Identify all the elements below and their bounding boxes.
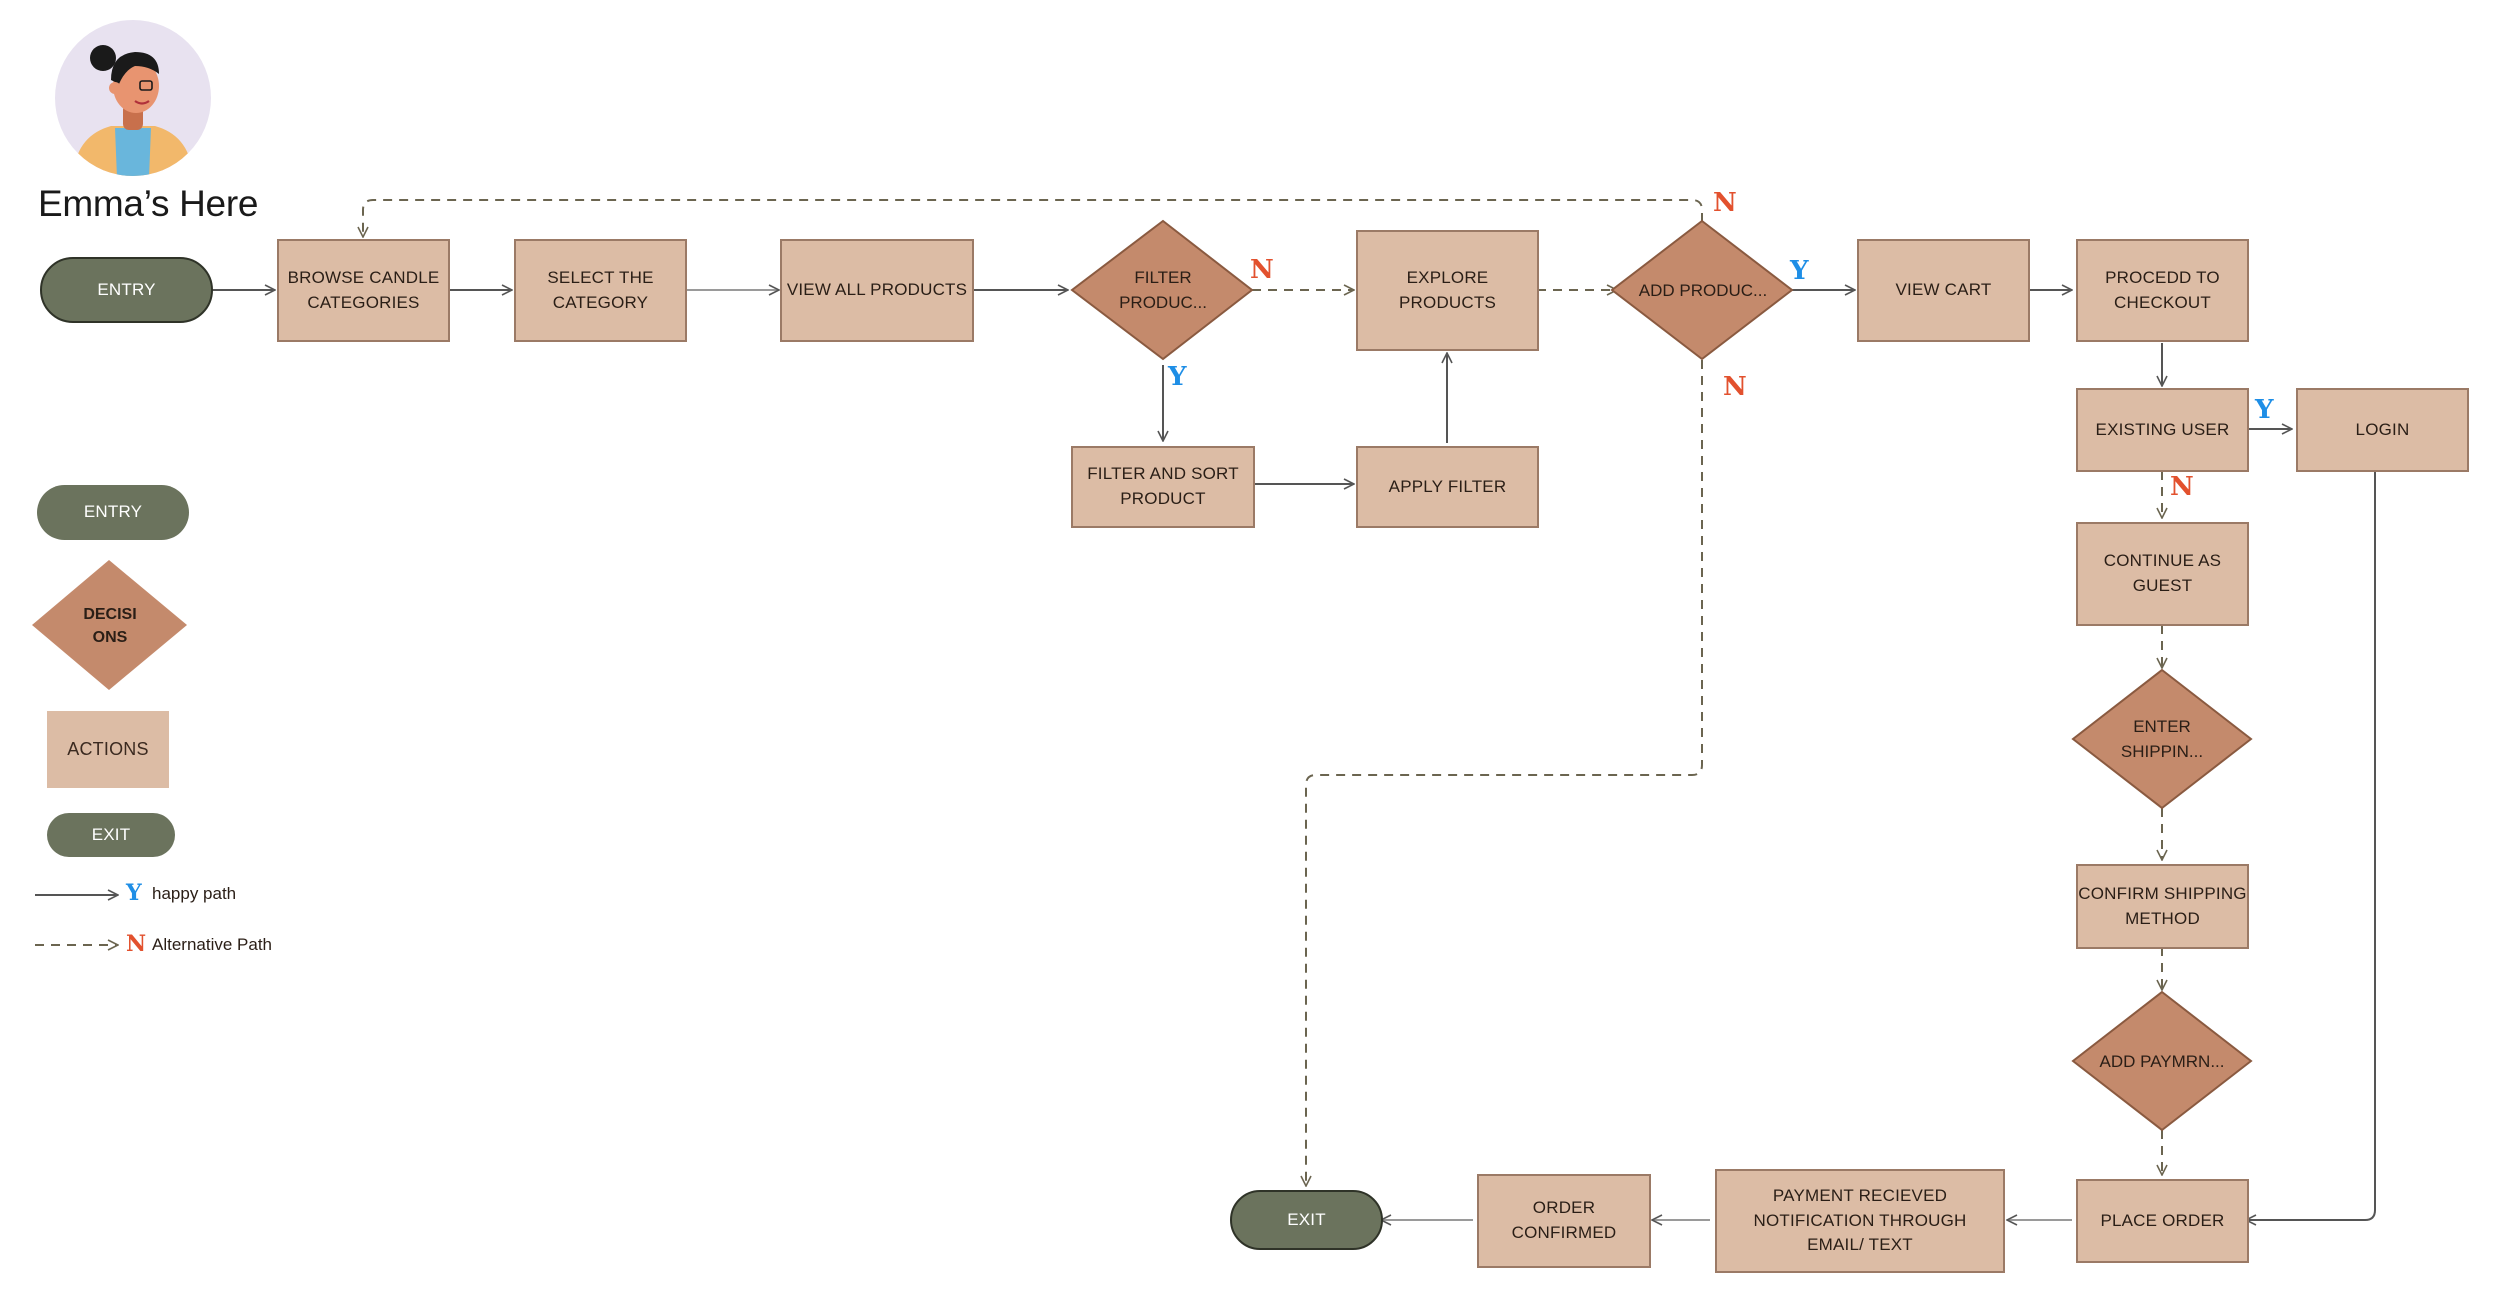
login-node[interactable]: LOGIN (2296, 388, 2469, 472)
exit-node[interactable]: EXIT (1230, 1190, 1383, 1250)
shipping-decision-diamond (2071, 668, 2253, 810)
continue-guest-node[interactable]: CONTINUE AS GUEST (2076, 522, 2249, 626)
add-no-top-marker: N (1713, 188, 1737, 218)
add-no-bottom-marker: N (1723, 372, 1747, 402)
legend-alt-marker: N (126, 931, 147, 957)
filter-yes-marker: Y (1168, 362, 1187, 392)
add-decision-diamond (1610, 219, 1794, 361)
legend-alternative-path: Alternative Path (152, 935, 273, 954)
legend-actions: ACTIONS (47, 711, 169, 788)
select-category-node[interactable]: SELECT THE CATEGORY (514, 239, 687, 342)
legend-decision-diamond (32, 560, 187, 690)
woman-avatar-icon (55, 20, 211, 176)
payment-received-node[interactable]: PAYMENT RECIEVED NOTIFICATION THROUGH EM… (1715, 1169, 2005, 1273)
add-yes-marker: Y (1790, 256, 1809, 286)
view-all-products-node[interactable]: VIEW ALL PRODUCTS (780, 239, 974, 342)
legend-happy-path: happy path (152, 884, 237, 903)
legend-happy-marker: Y (126, 880, 142, 906)
entry-node[interactable]: ENTRY (40, 257, 213, 323)
existing-user-no-marker: N (2170, 472, 2194, 502)
filter-sort-node[interactable]: FILTER AND SORT PRODUCT (1071, 446, 1255, 528)
payment-decision-diamond (2071, 990, 2253, 1132)
existing-user-yes-marker: Y (2255, 395, 2274, 425)
legend-entry: ENTRY (37, 485, 189, 540)
explore-products-node[interactable]: EXPLORE PRODUCTS (1356, 230, 1539, 351)
confirm-shipping-node[interactable]: CONFIRM SHIPPING METHOD (2076, 864, 2249, 949)
existing-user-node[interactable]: EXISTING USER (2076, 388, 2249, 472)
apply-filter-node[interactable]: APPLY FILTER (1356, 446, 1539, 528)
persona-title: Emma’s Here (38, 183, 259, 224)
filter-no-marker: N (1250, 255, 1274, 285)
view-cart-node[interactable]: VIEW CART (1857, 239, 2030, 342)
browse-categories-node[interactable]: BROWSE CANDLE CATEGORIES (277, 239, 450, 342)
legend-exit: EXIT (47, 813, 175, 857)
place-order-node[interactable]: PLACE ORDER (2076, 1179, 2249, 1263)
order-confirmed-node[interactable]: ORDER CONFIRMED (1477, 1174, 1651, 1268)
filter-decision-diamond (1070, 219, 1254, 361)
checkout-node[interactable]: PROCEDD TO CHECKOUT (2076, 239, 2249, 342)
